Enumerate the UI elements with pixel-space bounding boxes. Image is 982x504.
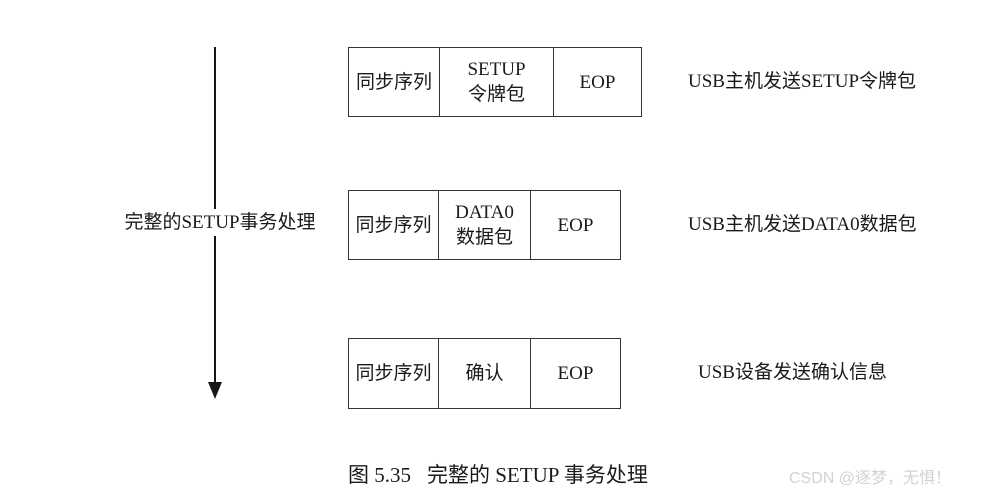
cell-ack: 确认 — [439, 339, 531, 408]
packet-box-setup-token: 同步序列 SETUP 令牌包 EOP — [348, 47, 642, 117]
packet-box-ack: 同步序列 确认 EOP — [348, 338, 621, 409]
note-data0: USB主机发送DATA0数据包 — [688, 214, 917, 235]
csdn-watermark: CSDN @逐梦，无惧！ — [789, 470, 952, 487]
cell-sync-sequence: 同步序列 — [349, 48, 440, 116]
figure-caption: 图 5.35 完整的 SETUP 事务处理 — [348, 461, 648, 489]
cell-eop: EOP — [557, 363, 594, 384]
flow-arrow-down-icon — [208, 382, 222, 399]
cell-setup-token-packet: SETUP 令牌包 — [440, 48, 554, 116]
figure-number: 图 5.35 — [348, 463, 411, 487]
note-setup-token: USB主机发送SETUP令牌包 — [688, 71, 917, 92]
figure-title: 完整的 SETUP 事务处理 — [427, 463, 648, 487]
flow-label: 完整的SETUP事务处理 — [108, 209, 332, 236]
cell-sync-sequence: 同步序列 — [349, 191, 439, 259]
note-ack: USB设备发送确认信息 — [698, 362, 887, 383]
cell-eop: EOP — [579, 71, 616, 93]
cell-eop: EOP — [557, 214, 594, 236]
cell-sync-sequence: 同步序列 — [349, 339, 439, 408]
cell-data0-packet: DATA0 数据包 — [439, 191, 531, 259]
packet-box-data0: 同步序列 DATA0 数据包 EOP — [348, 190, 621, 260]
